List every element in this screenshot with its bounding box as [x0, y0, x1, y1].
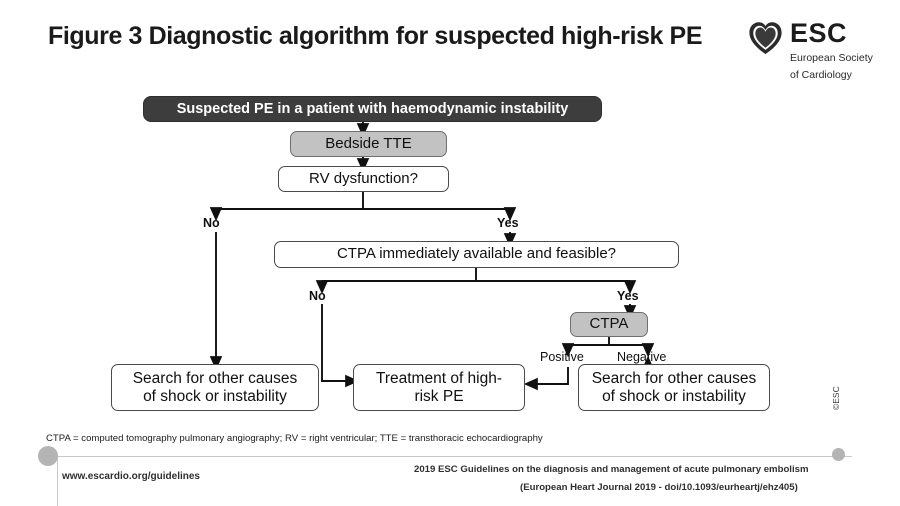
footer-citation-line2: (European Heart Journal 2019 - doi/10.10… [520, 482, 798, 493]
heart-icon [749, 22, 782, 55]
footer-dot-left [38, 446, 58, 466]
branch-label-negative: Negative [617, 350, 667, 364]
page-title: Figure 3 Diagnostic algorithm for suspec… [48, 22, 703, 50]
node-ctpa-available: CTPA immediately available and feasible? [274, 241, 679, 268]
node-bedside-tte: Bedside TTE [290, 131, 447, 157]
footer-divider-horizontal [52, 456, 852, 457]
footer-divider-vertical [57, 456, 58, 506]
node-ctpa: CTPA [570, 312, 648, 337]
outcome-left-line1: Search for other causes [132, 370, 298, 388]
branch-label-no-1: No [203, 216, 220, 230]
esc-logo: ESC European Society of Cardiology [748, 18, 873, 82]
esc-acronym: ESC [790, 18, 848, 48]
node-rv-dysfunction: RV dysfunction? [278, 166, 449, 192]
outcome-right-line2: of shock or instability [602, 387, 746, 405]
footer-dot-right [832, 448, 845, 461]
esc-subtitle-line1: European Society [790, 51, 873, 64]
copyright-label: ©ESC [831, 386, 841, 410]
branch-label-no-2: No [309, 289, 326, 303]
outcome-right-line1: Search for other causes [591, 370, 757, 388]
node-search-other-causes-right: Search for other causes of shock or inst… [578, 364, 770, 411]
top-edge [0, 0, 900, 3]
esc-subtitle-line2: of Cardiology [790, 68, 852, 81]
abbreviation-legend: CTPA = computed tomography pulmonary ang… [46, 433, 543, 444]
node-suspected-pe: Suspected PE in a patient with haemodyna… [143, 96, 602, 122]
esc-logo-text: ESC European Society of Cardiology [790, 18, 873, 82]
outcome-left-line2: of shock or instability [143, 387, 287, 405]
node-search-other-causes-left: Search for other causes of shock or inst… [111, 364, 319, 411]
branch-label-positive: Positive [540, 350, 584, 364]
footer-url[interactable]: www.escardio.org/guidelines [62, 471, 200, 482]
footer-citation-line1: 2019 ESC Guidelines on the diagnosis and… [414, 464, 809, 475]
outcome-mid-line1: Treatment of high- [375, 370, 503, 388]
outcome-mid-line2: risk PE [414, 387, 464, 405]
branch-label-yes-1: Yes [497, 216, 519, 230]
node-treatment-high-risk-pe: Treatment of high- risk PE [353, 364, 525, 411]
branch-label-yes-2: Yes [617, 289, 639, 303]
